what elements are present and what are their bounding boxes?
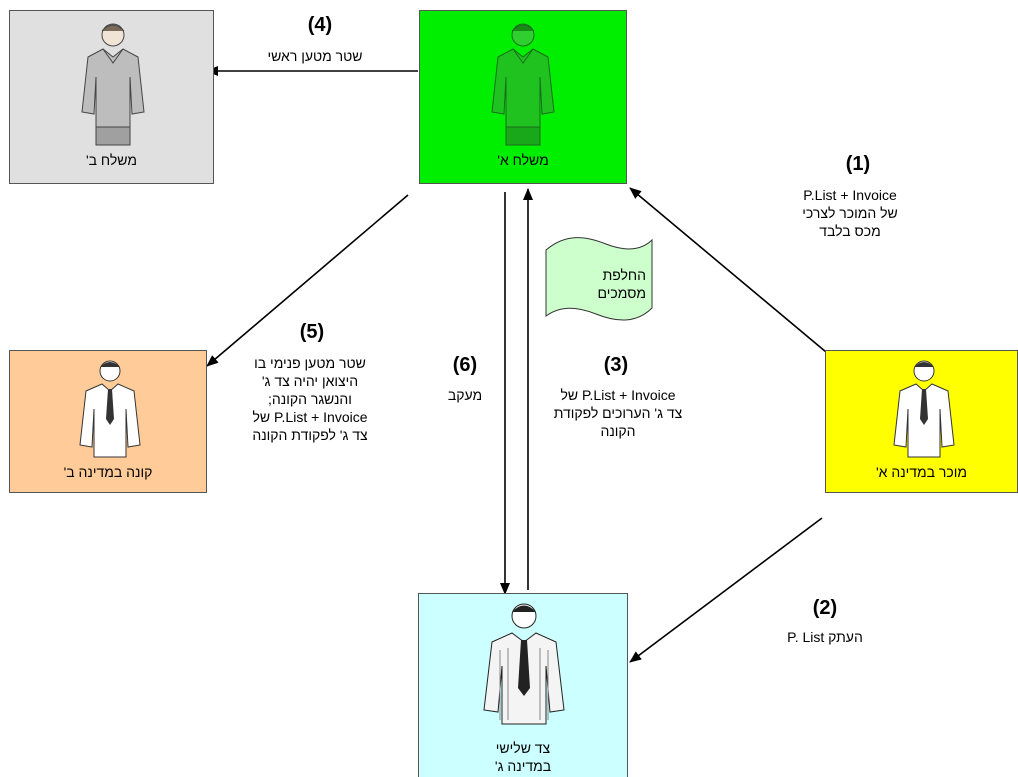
step-5-line: צד ג' לפקודת הקונה xyxy=(252,427,368,443)
doc-exchange-line1: החלפת xyxy=(602,267,646,283)
doc-exchange-shape xyxy=(545,237,653,321)
step-4-number: (4) xyxy=(307,14,333,36)
step-1-text: P.List + Invoice של המוכר לצרכי מכס בלבד xyxy=(740,186,960,240)
man-figure-icon xyxy=(79,360,141,458)
step-1-line: של המוכר לצרכי xyxy=(802,205,898,221)
man-figure-icon xyxy=(491,23,555,146)
step-3-line: צד ג' הערוכים לפקודת xyxy=(553,405,683,421)
step-5-line: היצואן יהיה צד ג' xyxy=(261,373,359,389)
step-5-line: והנשגר הקונה; xyxy=(268,391,352,407)
doc-exchange-label: החלפת מסמכים xyxy=(560,266,646,302)
man-figure-icon xyxy=(81,23,145,146)
step-1-line: P.List + Invoice xyxy=(803,187,897,203)
buyer-b-label: קונה במדינה ב' xyxy=(63,464,153,480)
arrow-step-5 xyxy=(206,194,409,367)
step-2-text: העתק P. List xyxy=(745,628,905,646)
doc-exchange-line2: מסמכים xyxy=(597,285,646,301)
step-4-line: שטר מטען ראשי xyxy=(267,48,363,64)
step-3-text: P.List + Invoice של צד ג' הערוכים לפקודת… xyxy=(528,386,708,440)
arrow-step-1 xyxy=(629,187,827,353)
step-3-line: P.List + Invoice של xyxy=(560,387,676,403)
man-figure-icon xyxy=(483,603,565,725)
man-figure-icon xyxy=(893,360,955,458)
step-1-number: (1) xyxy=(845,153,871,175)
buyer-b-node: קונה במדינה ב' xyxy=(9,350,207,493)
third-party-c-label-line1: צד שלישי xyxy=(495,740,551,756)
step-3-number: (3) xyxy=(603,354,629,376)
step-2-number: (2) xyxy=(812,597,838,619)
seller-a-label: מוכר במדינה א' xyxy=(875,464,968,480)
step-6-text: מעקב xyxy=(425,386,505,404)
step-5-line: P.List + Invoice של xyxy=(252,409,368,425)
step-5-number: (5) xyxy=(299,321,325,343)
seller-a-node: מוכר במדינה א' xyxy=(825,350,1018,493)
step-5-text: שטר מטען פנימי בו היצואן יהיה צד ג' והנש… xyxy=(210,354,410,444)
step-2-line: העתק P. List xyxy=(787,629,863,645)
third-party-c-label-line2: במדינה ג' xyxy=(494,758,552,774)
arrow-step-2 xyxy=(629,517,823,663)
forwarder-a-label: משלח א' xyxy=(497,152,549,168)
step-3-line: הקונה xyxy=(600,423,636,439)
forwarder-b-node: משלח ב' xyxy=(9,10,214,184)
step-6-line: מעקב xyxy=(447,387,483,403)
step-4-text: שטר מטען ראשי xyxy=(220,47,410,65)
step-5-line: שטר מטען פנימי בו xyxy=(254,355,366,371)
step-1-line: מכס בלבד xyxy=(819,223,881,239)
forwarder-a-node: משלח א' xyxy=(419,10,627,184)
forwarder-b-label: משלח ב' xyxy=(86,152,137,168)
step-6-number: (6) xyxy=(452,354,478,376)
third-party-c-node: צד שלישי במדינה ג' xyxy=(418,593,628,777)
